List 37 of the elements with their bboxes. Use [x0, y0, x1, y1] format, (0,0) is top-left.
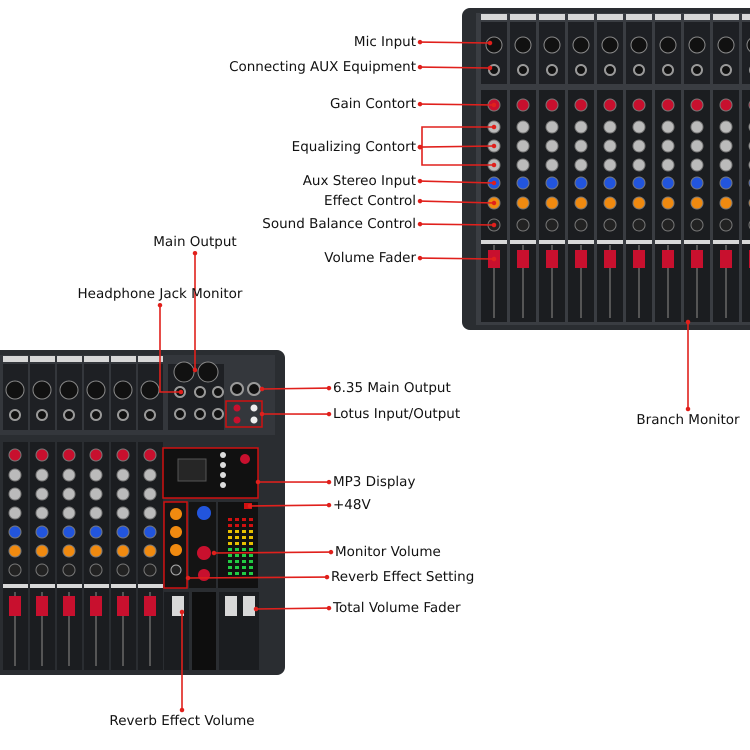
callout-label: Total Volume Fader — [333, 600, 461, 616]
callout-label: 6.35 Main Output — [333, 380, 451, 396]
callout-label: Reverb Effect Volume — [109, 713, 255, 730]
leader-line — [418, 40, 492, 46]
leader-line — [418, 178, 496, 186]
callout-label: MP3 Display — [333, 474, 416, 490]
callout-label: Sound Balance Control — [262, 216, 416, 232]
callout-label: Mic Input — [354, 34, 416, 50]
leader-line — [418, 144, 496, 168]
leader-line — [418, 64, 492, 70]
callout-label: Volume Fader — [324, 250, 416, 266]
leader-line — [254, 606, 332, 612]
callout-label: Lotus Input/Output — [333, 406, 460, 422]
leader-line — [158, 302, 184, 394]
callout-label: Gain Contort — [330, 96, 416, 112]
callout-label: Main Output — [153, 234, 237, 250]
leader-line — [418, 198, 496, 206]
leader-line — [418, 222, 496, 228]
leader-line — [186, 574, 330, 580]
leader-line — [192, 250, 198, 372]
callout-label: Monitor Volume — [335, 544, 441, 560]
leader-line — [256, 480, 332, 484]
callout-label: Effect Control — [324, 193, 416, 210]
leader-line — [260, 386, 332, 392]
callout-label: +48V — [333, 497, 371, 514]
leader-line — [260, 412, 332, 416]
leader-line — [686, 320, 690, 412]
leader-line — [180, 610, 184, 712]
leader-line — [248, 502, 332, 508]
callout-label: Aux Stereo Input — [302, 173, 416, 190]
callout-label: Connecting AUX Equipment — [229, 59, 416, 76]
leader-line — [418, 256, 496, 262]
leader-line — [418, 102, 496, 108]
callout-label: Branch Monitor — [636, 412, 740, 428]
callout-label: Reverb Effect Setting — [331, 569, 474, 586]
leader-line — [212, 550, 334, 556]
callout-label: Equalizing Contort — [292, 139, 416, 156]
